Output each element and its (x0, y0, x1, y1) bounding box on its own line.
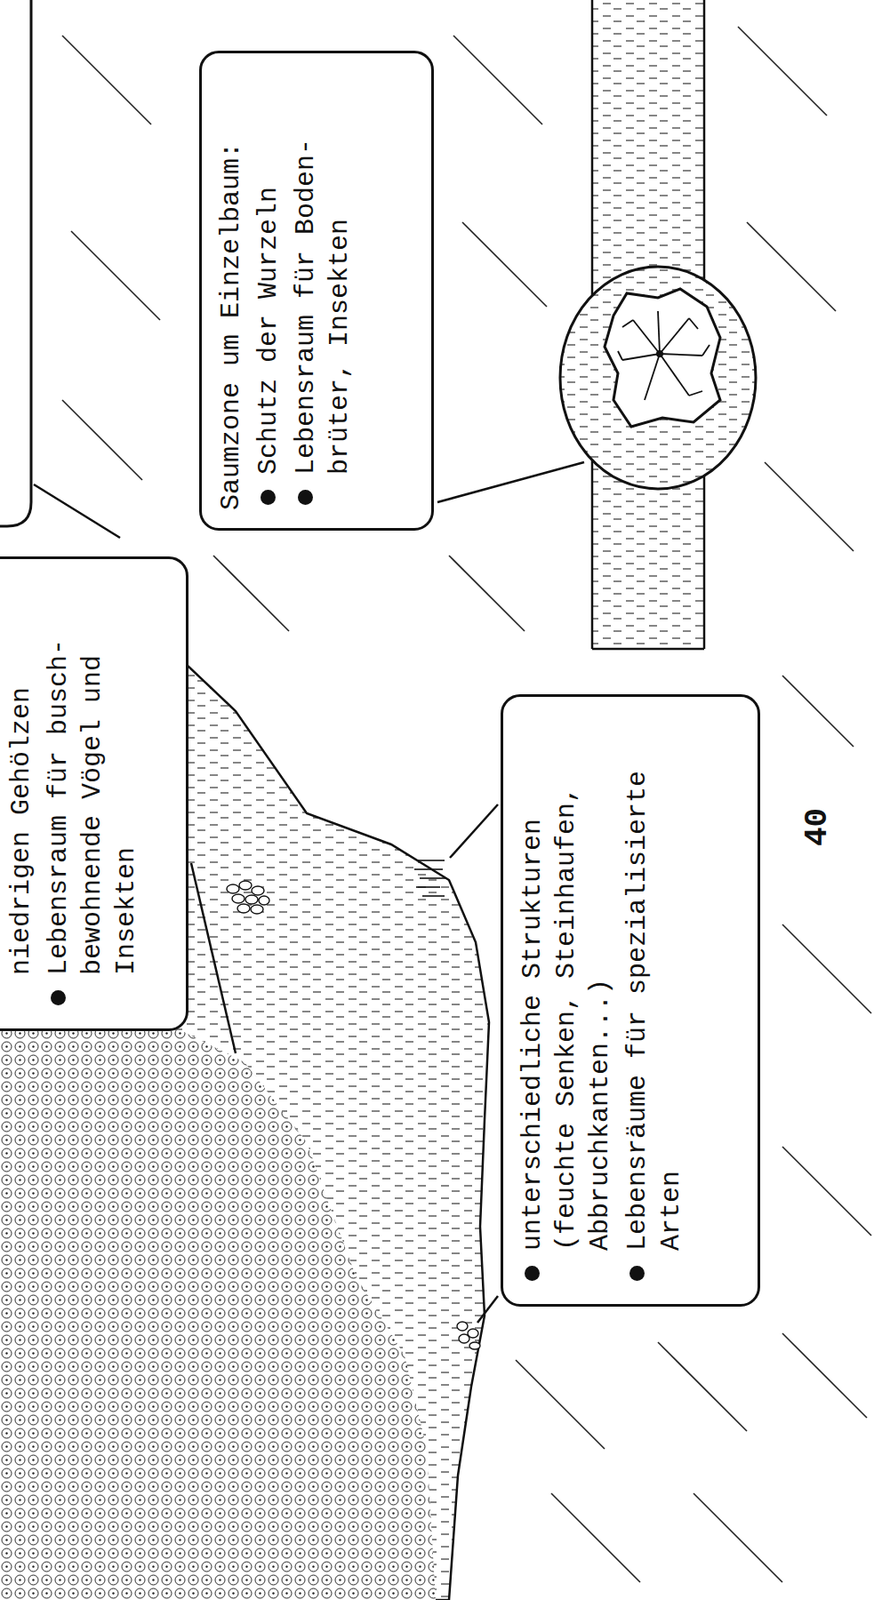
bullet-item: Lebensräume für spezialisierte Arten (620, 714, 689, 1287)
wet-depression (414, 860, 447, 897)
bullet-item: Lebensraum für busch- bewohnende Vögel u… (41, 577, 144, 1011)
box-text: Lebensraum für busch- bewohnende Vögel u… (41, 577, 144, 976)
box-text: Schutz der Wurzeln (251, 71, 286, 475)
bullet-dot (297, 489, 313, 506)
bullet-dot (50, 990, 66, 1006)
bullet-dot (260, 489, 276, 506)
text-row: niedrigen Gehölzen (4, 577, 39, 1011)
callout-box: Saumzone um Einzelbaum:Schutz der Wurzel… (199, 50, 434, 531)
leader-line (33, 484, 121, 538)
box-text: unterschiedliche Strukturen (feuchte Sen… (515, 714, 618, 1251)
bullet-item: Schutz der Wurzeln (251, 71, 286, 511)
box-heading: Saumzone um Einzelbaum: (214, 71, 249, 511)
bullet-item: Lebensraum für Boden- brüter, Insekten (288, 71, 357, 511)
stone-heap (226, 881, 270, 915)
shrub-stipple (0, 1009, 436, 1600)
bullet-dot (629, 1266, 645, 1282)
tree-strip (560, 0, 756, 650)
box-text: niedrigen Gehölzen (4, 577, 39, 976)
field-patch (0, 571, 490, 1600)
stone-heap (457, 1322, 481, 1350)
callout-box: niedrigen GehölzenLebensraum für busch- … (0, 556, 189, 1032)
bullet-dot (524, 1266, 540, 1282)
text-row: Saumzone um Einzelbaum: (214, 71, 249, 511)
box-text: Lebensraum für Boden- brüter, Insekten (288, 71, 357, 475)
shrub-area (0, 1009, 436, 1600)
bullet-item: unterschiedliche Strukturen (feuchte Sen… (515, 714, 618, 1287)
callout-box: unterschiedliche Strukturen (feuchte Sen… (500, 694, 761, 1307)
box-text: Lebensräume für spezialisierte Arten (620, 714, 689, 1251)
corner-box (0, 0, 32, 527)
page-number: 40 (800, 808, 836, 847)
